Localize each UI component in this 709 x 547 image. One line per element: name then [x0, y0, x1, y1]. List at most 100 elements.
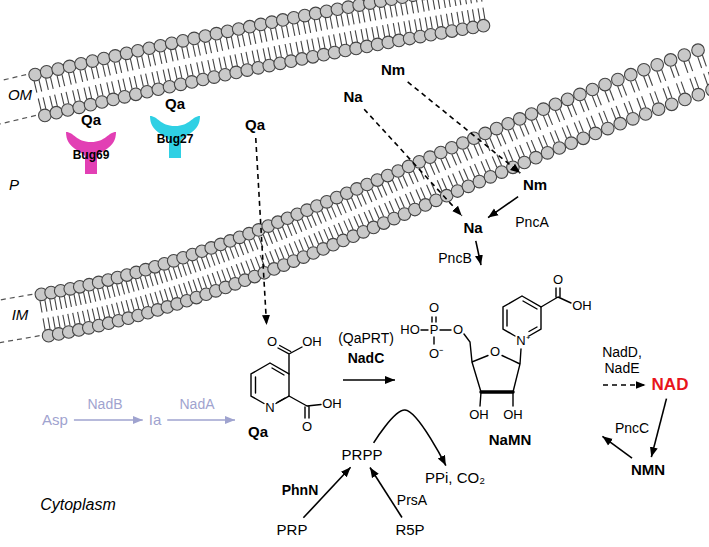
lipid-tail [164, 270, 168, 281]
lipid-tail [66, 92, 69, 104]
lipid-tail [409, 20, 411, 32]
lipid-tail [344, 32, 346, 44]
enzyme-label: PrsA [397, 492, 427, 508]
lipid-tail [567, 126, 572, 137]
transporter-protein: QaBug27 [146, 96, 204, 162]
reaction-arrow [476, 241, 481, 265]
lipid-tail [357, 195, 362, 206]
lipid-tail [188, 281, 192, 292]
atom-label: OH [302, 335, 322, 350]
lipid-head [396, 0, 409, 3]
lipid-tail [154, 273, 158, 284]
lipid-tail [285, 245, 290, 256]
lipid-tail [50, 299, 52, 311]
lipid-tail [82, 311, 85, 323]
lipid-tail [208, 60, 211, 72]
lipid-tail [216, 253, 220, 264]
lipid-tail [508, 130, 513, 141]
lipid-tail [467, 148, 472, 159]
lipid-tail [481, 161, 486, 172]
lipid-bilayer [0, 44, 709, 343]
lipid-head [274, 57, 287, 70]
lipid-tail [398, 22, 400, 34]
bond [251, 363, 289, 404]
metabolite-name: Qa [81, 111, 101, 128]
bond [289, 396, 321, 418]
lipid-tail [145, 295, 148, 307]
lipid-tail [339, 33, 341, 45]
lipid-head [243, 20, 256, 33]
atom-label: N [265, 401, 274, 416]
lipid-tail [369, 9, 371, 21]
lipid-tail [174, 286, 178, 297]
lipid-head [132, 44, 145, 57]
lipid-tail [43, 97, 46, 109]
lipid-head [479, 127, 492, 140]
lipid-tail [74, 294, 76, 306]
lipid-tail [43, 318, 45, 330]
lipid-tail [40, 301, 42, 313]
lipid-head [120, 47, 133, 60]
lipid-tail [309, 235, 314, 246]
lipid-tail [252, 51, 254, 63]
lipid-tail [53, 317, 55, 329]
lipid-head [221, 25, 234, 38]
lipid-tail [273, 231, 277, 242]
lipid-tail [319, 231, 324, 242]
lipid-tail [241, 53, 243, 65]
lipid-head [287, 11, 300, 24]
lipid-tail [107, 82, 110, 94]
lipid-head [298, 9, 311, 22]
lipid-tail [334, 34, 336, 46]
lipid-tail [454, 0, 456, 6]
lipid-tail [187, 46, 190, 58]
lipid-tail [93, 290, 96, 302]
metabolite: PPi, CO₂ [422, 468, 488, 488]
lipid-tail [226, 38, 228, 50]
lipid-tail [64, 296, 66, 308]
metabolite-name: Ia [149, 411, 162, 428]
lipid-tail [572, 104, 576, 115]
metabolite: NAD [649, 374, 692, 396]
lipid-tail [445, 157, 450, 168]
lipid-head [561, 93, 574, 106]
lipid-tail [197, 259, 201, 270]
lipid-tail [675, 65, 679, 76]
lipid-tail [384, 7, 386, 19]
lipid-tail [465, 0, 467, 4]
lipid-tail [175, 49, 178, 61]
lipid-head [627, 113, 640, 126]
lipid-head [601, 122, 614, 135]
lipid-tail [239, 244, 243, 255]
lipid-tail [536, 119, 541, 130]
lipid-tail [107, 305, 110, 317]
lipid-head [541, 147, 554, 160]
lipid-head [109, 50, 122, 63]
lipid-tail [119, 61, 122, 73]
lipid-tail [131, 299, 134, 311]
metabolite-name: Na [343, 88, 362, 105]
lipid-tail [355, 30, 357, 42]
lipid-tail [448, 0, 450, 7]
lipid-tail [102, 306, 105, 318]
lipid-tail [338, 223, 343, 234]
lipid-tail [420, 18, 422, 30]
lipid-tail [422, 0, 424, 12]
metabolite: PRP [274, 520, 311, 540]
lipid-tail [580, 101, 584, 112]
lipid-tail [555, 111, 560, 122]
lipid-tail [409, 173, 414, 184]
lipid-head [277, 14, 290, 27]
lipid-tail [117, 284, 120, 296]
lipid-tail [34, 81, 37, 93]
lipid-tail [285, 44, 287, 56]
lipid-tail [322, 211, 327, 222]
lipid-tail [319, 19, 321, 31]
lipid-tail [704, 74, 708, 85]
lipid-tail [689, 60, 693, 71]
metabolite-name: PRPP [342, 446, 383, 463]
lipid-tail [50, 96, 53, 108]
atom-label: O [267, 335, 277, 350]
lipid-tail [307, 40, 309, 52]
atom-label: O [429, 301, 439, 316]
